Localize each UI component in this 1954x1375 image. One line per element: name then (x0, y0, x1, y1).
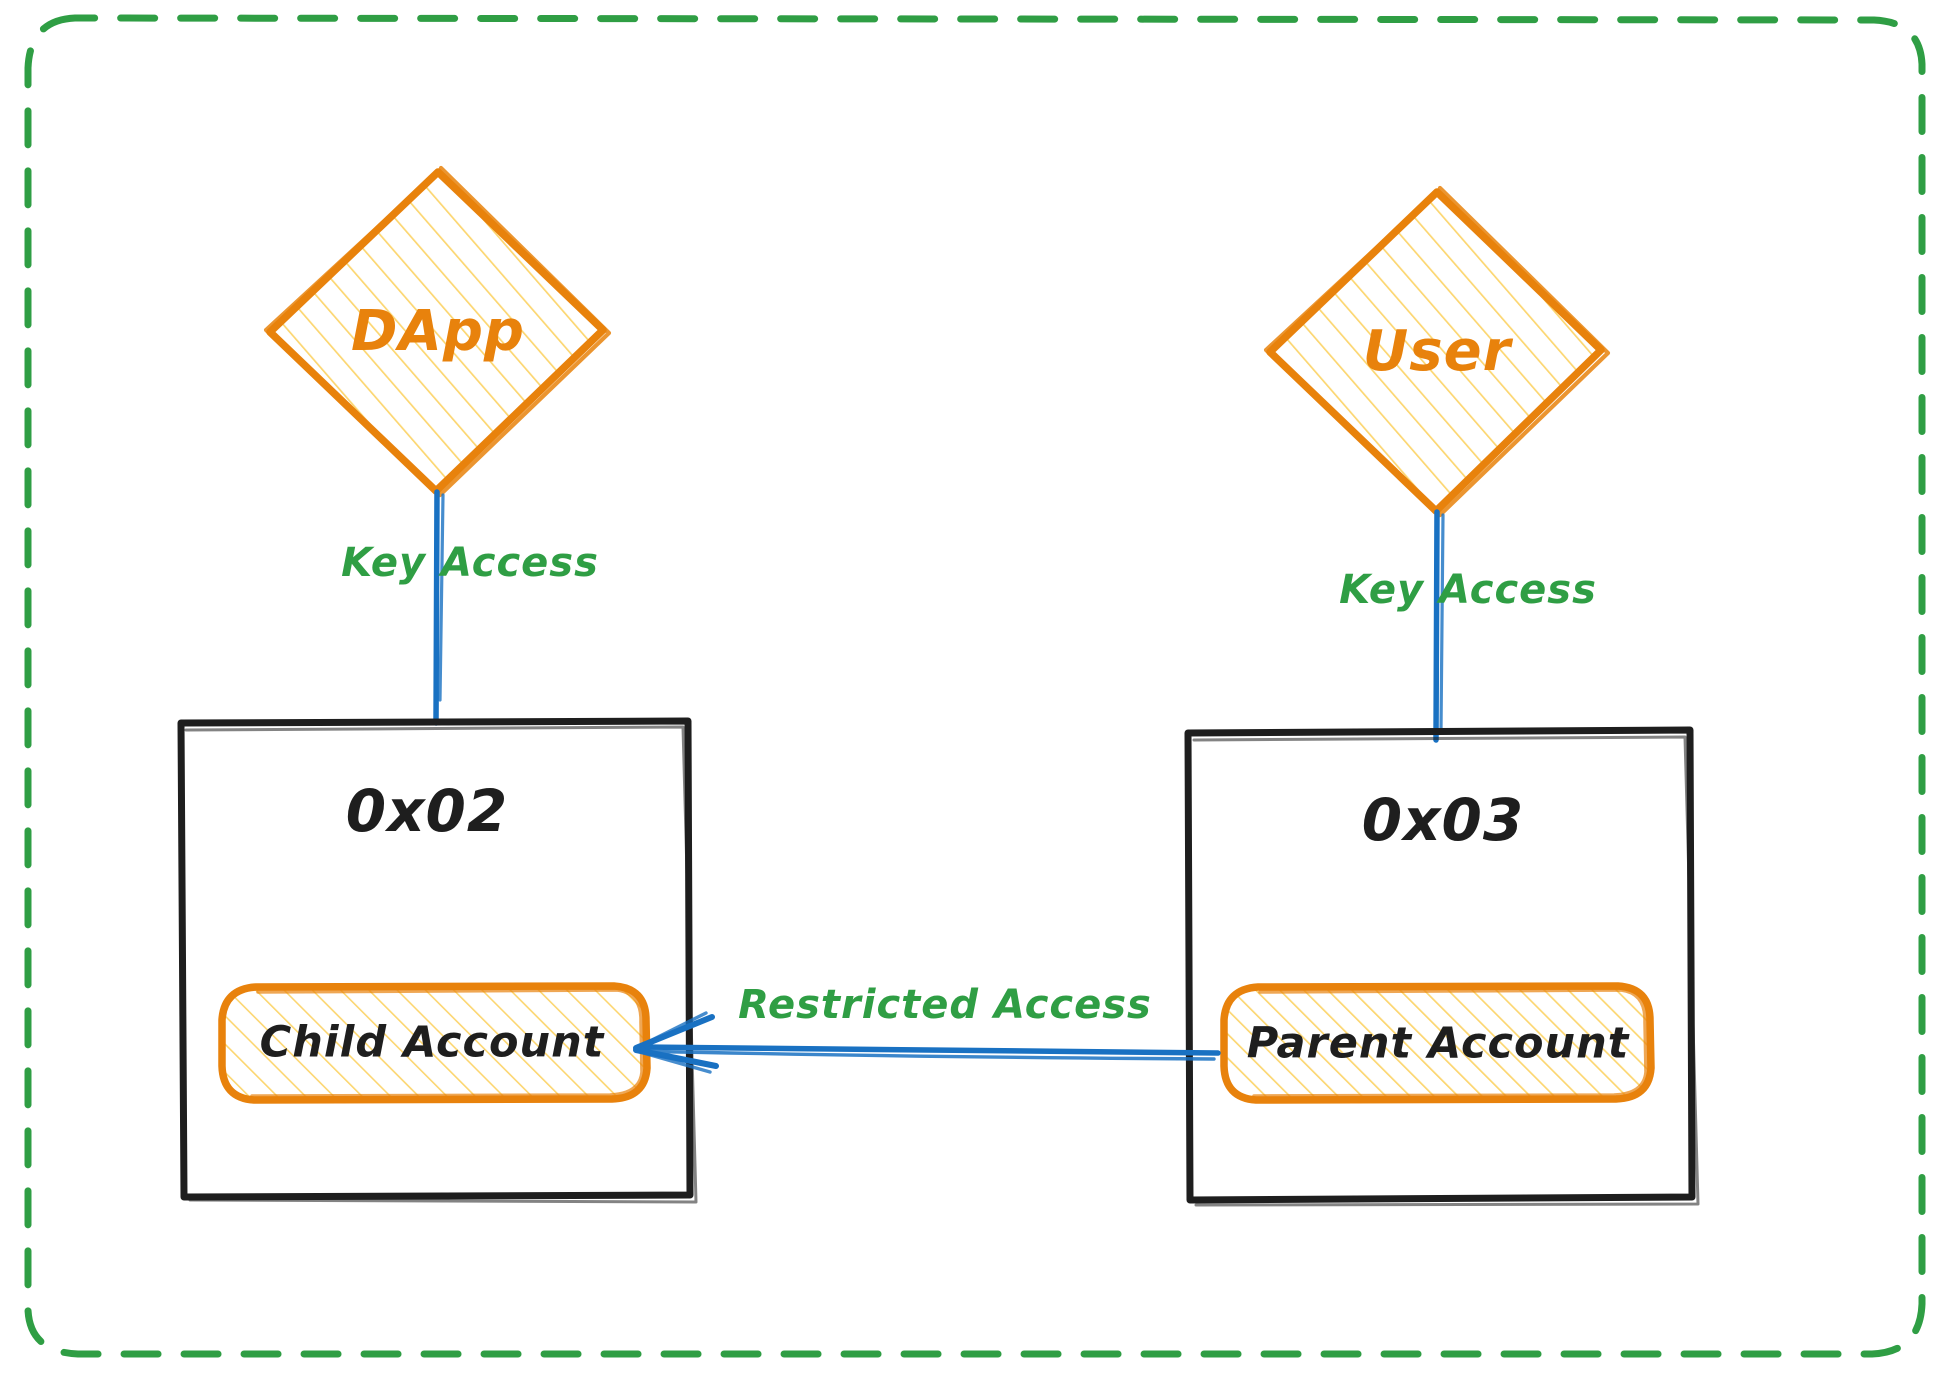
child-account-label: Child Account (260, 1018, 605, 1068)
user-label: User (1363, 319, 1514, 384)
user-outline-sketch (1263, 185, 1611, 518)
edge-user-to-parent[interactable]: Key Access (1339, 509, 1597, 743)
outer-boundary (24, 14, 1926, 1358)
dapp-connector-line-sketch (438, 493, 445, 702)
edge-dapp-to-child[interactable]: Key Access (341, 489, 599, 726)
dapp-connector-line (433, 489, 440, 726)
user-connector-line-sketch (1439, 513, 1445, 732)
account-box-0x03[interactable]: 0x03 Parent Account (1184, 726, 1700, 1207)
user-node[interactable]: User (1263, 185, 1611, 518)
parent-account-label: Parent Account (1247, 1019, 1630, 1069)
account-box-0x02[interactable]: 0x02 Child Account (177, 717, 698, 1204)
child-account-node[interactable]: Child Account (218, 982, 651, 1104)
account-box-0x03-outline-sketch (1192, 735, 1700, 1207)
parent-account-fill (1224, 986, 1650, 1100)
child-account-fill (222, 986, 646, 1100)
account-box-0x03-label: 0x03 (1362, 786, 1524, 854)
account-box-0x03-outline (1184, 726, 1696, 1204)
dapp-label: DApp (351, 299, 525, 364)
account-box-0x02-outline-sketch (184, 725, 698, 1204)
account-box-0x02-label: 0x02 (346, 777, 508, 845)
dapp-outline-sketch (263, 165, 612, 498)
edge-label-key-access-left: Key Access (341, 540, 599, 586)
user-connector-line (1433, 509, 1440, 743)
restricted-access-line-sketch (634, 1049, 1216, 1061)
dapp-node[interactable]: DApp (263, 165, 612, 498)
child-account-outline (218, 982, 651, 1104)
parent-account-outline-sketch (1252, 988, 1648, 1098)
edge-label-key-access-right: Key Access (1339, 567, 1597, 613)
parent-account-outline (1220, 982, 1655, 1104)
edge-parent-to-child[interactable]: Restricted Access (633, 982, 1221, 1074)
account-box-0x02-outline (177, 717, 694, 1201)
restricted-access-line (637, 1044, 1221, 1056)
restricted-access-arrowhead-sketch (638, 1011, 712, 1074)
edge-label-restricted-access: Restricted Access (738, 982, 1152, 1028)
parent-account-node[interactable]: Parent Account (1220, 982, 1655, 1104)
